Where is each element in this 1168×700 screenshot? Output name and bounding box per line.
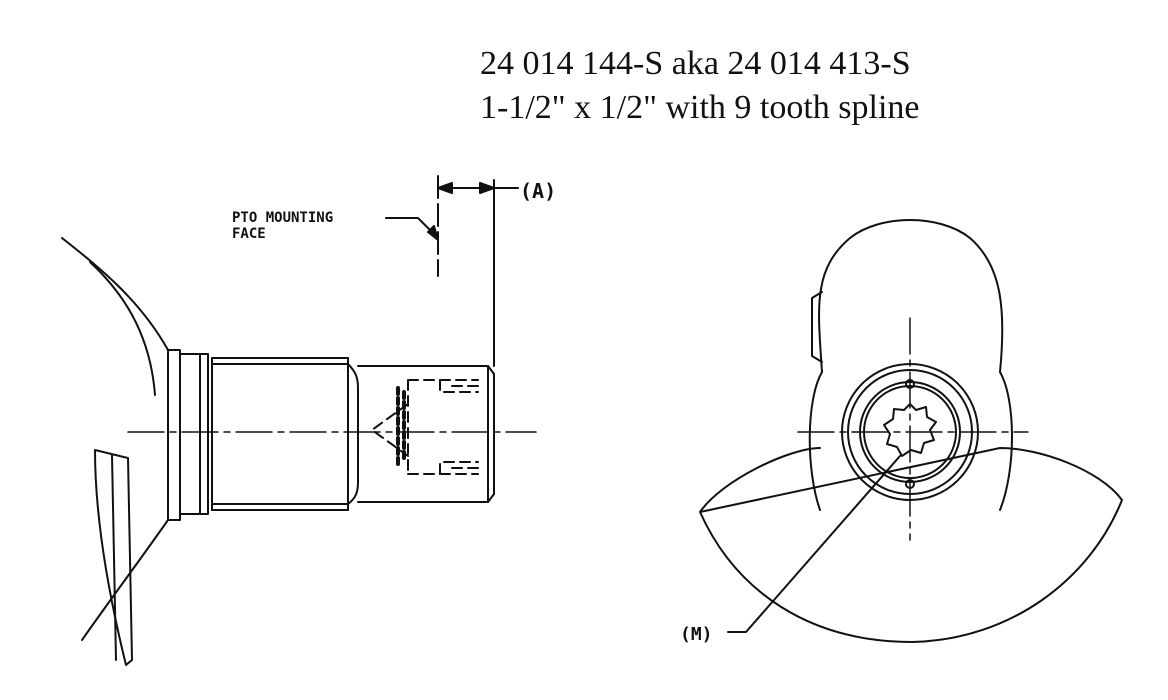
m-callout-label: (M) xyxy=(680,624,713,645)
mounting-leader-arrow xyxy=(427,225,439,241)
hidden-spline-lower xyxy=(439,461,479,475)
hidden-bore-cone xyxy=(371,403,409,457)
end-view xyxy=(699,219,1123,643)
hidden-spline-upper xyxy=(439,379,479,393)
mounting-face-label-line1: PTO MOUNTING xyxy=(232,210,333,226)
dimension-arrow-left xyxy=(437,182,453,194)
end-view-housing-left xyxy=(808,371,823,511)
flange-inner-curve xyxy=(89,261,156,396)
shaft-step-curve xyxy=(347,363,359,505)
shaft-shoulder-inner xyxy=(179,353,209,515)
end-view-housing-right xyxy=(999,371,1013,511)
hidden-spline-bore xyxy=(371,379,479,475)
dimension-arrow-right xyxy=(479,182,495,194)
shaft-main-body xyxy=(211,357,349,511)
drawing-title: 24 014 144-S aka 24 014 413-S 1-1/2" x 1… xyxy=(480,42,920,130)
dimension-a-label: (A) xyxy=(520,179,556,203)
end-view-boss-tab xyxy=(811,291,823,363)
part-number-line: 24 014 144-S aka 24 014 413-S xyxy=(480,45,911,82)
flange-lower-edge xyxy=(111,454,117,661)
end-view-boss xyxy=(818,219,1004,373)
mounting-face-label-line2: FACE xyxy=(232,226,266,242)
chamfer-bottom xyxy=(487,493,495,503)
m-callout-leader xyxy=(727,455,901,633)
hidden-bore-heavy xyxy=(396,386,406,470)
chamfer-top xyxy=(487,365,495,375)
spline-profile xyxy=(883,403,937,457)
side-view xyxy=(61,179,495,666)
shaft-shoulder-outer xyxy=(167,349,181,521)
flange-lower-blade xyxy=(94,449,133,666)
end-view-sector xyxy=(699,447,1123,643)
spec-line: 1-1/2" x 1/2" with 9 tooth spline xyxy=(480,89,920,126)
hidden-bore-outline xyxy=(407,379,479,475)
